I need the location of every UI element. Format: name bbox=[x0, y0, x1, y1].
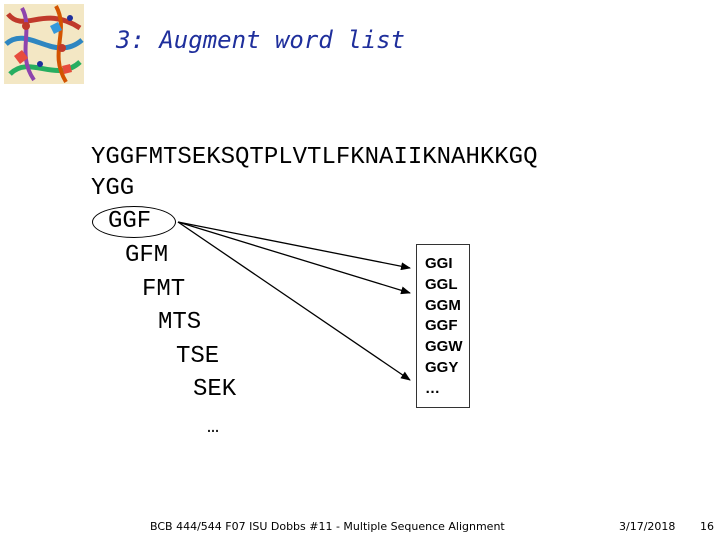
neighborhood-word: GGY bbox=[425, 358, 459, 376]
word-item: GFM bbox=[125, 242, 169, 269]
word-item: SEK bbox=[193, 376, 237, 403]
dna-illustration-icon bbox=[4, 4, 84, 84]
neighborhood-word: GGI bbox=[425, 255, 453, 272]
protein-sequence: YGGFMTSEKSQTPLVTLFKNAIIKNAHKKGQ bbox=[91, 144, 538, 171]
arrow-line bbox=[177, 221, 411, 381]
neighborhood-word: GGM bbox=[425, 296, 461, 314]
word-item: MTS bbox=[158, 309, 202, 336]
footer-date: 3/17/2018 bbox=[619, 520, 676, 533]
neighborhood-word-box: GGI GGL GGM GGF GGW GGY … bbox=[416, 244, 470, 408]
word-item: YGG bbox=[91, 175, 135, 202]
highlight-oval bbox=[92, 206, 176, 238]
word-list-ellipsis: … bbox=[207, 416, 220, 439]
neighborhood-ellipsis: … bbox=[425, 379, 440, 397]
word-item: TSE bbox=[176, 343, 220, 370]
neighborhood-word: GGF bbox=[425, 317, 458, 335]
neighborhood-word: GGL bbox=[425, 275, 458, 293]
neighborhood-word: GGW bbox=[425, 338, 463, 356]
arrow-line bbox=[177, 221, 411, 271]
slide-title: 3: Augment word list bbox=[116, 26, 405, 54]
footer-page-number: 16 bbox=[700, 520, 714, 533]
word-item: FMT bbox=[142, 276, 186, 303]
arrow-line bbox=[177, 221, 411, 295]
footer-course: BCB 444/544 F07 ISU Dobbs #11 - Multiple… bbox=[150, 520, 505, 533]
